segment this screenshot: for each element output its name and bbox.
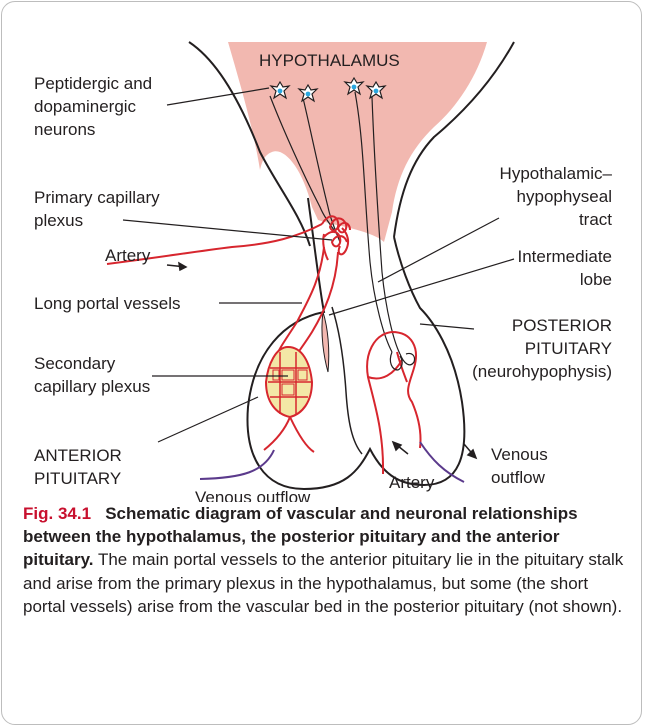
neurons-label-line3: neurons: [34, 120, 95, 139]
intermediate-lobe-label-line1: Intermediate: [518, 247, 613, 266]
neurons-label-line2: dopaminergic: [34, 97, 137, 116]
figure-number: Fig. 34.1: [23, 504, 91, 523]
venous-outflow-left-label: Venous outflow: [195, 488, 311, 502]
figure-caption-body: The main portal vessels to the anterior …: [23, 550, 623, 615]
posterior-pituitary-label-line2: PITUITARY: [525, 339, 612, 358]
posterior-pituitary-label-line1: POSTERIOR: [512, 316, 612, 335]
right-artery-arrow: [393, 442, 408, 454]
posterior-pituitary-label-line3: (neurohypophysis): [472, 362, 612, 381]
secondary-plexus-label-line2: capillary plexus: [34, 377, 150, 396]
artery-left-label: Artery: [105, 246, 151, 265]
tract-label-line2: hypophyseal: [517, 187, 612, 206]
pituitary-diagram: HYPOTHALAMUS Peptidergic and dopaminergi…: [2, 2, 642, 502]
long-portal-vessels-label: Long portal vessels: [34, 294, 180, 313]
intermediate-lobe-label-line2: lobe: [580, 270, 612, 289]
secondary-capillary-plexus: [264, 347, 314, 452]
primary-plexus-label-line1: Primary capillary: [34, 188, 160, 207]
posterior-vascular-bed: [367, 332, 420, 474]
neurons-label-line1: Peptidergic and: [34, 74, 152, 93]
secondary-plexus-label-line1: Secondary: [34, 354, 116, 373]
intermediate-lobe: [322, 312, 329, 372]
left-venous-outflow: [200, 450, 274, 479]
tract-label-line1: Hypothalamic–: [500, 164, 613, 183]
anterior-pituitary-label-line2: PITUITARY: [34, 469, 121, 488]
left-artery-arrow: [167, 263, 186, 270]
venous-outflow-arrow: [464, 444, 476, 458]
hypothalamus-region: [228, 42, 487, 242]
primary-plexus-label-line2: plexus: [34, 211, 83, 230]
anterior-pituitary-label-line1: ANTERIOR: [34, 446, 122, 465]
artery-right-label: Artery: [389, 473, 435, 492]
pituitary-cleft: [332, 307, 362, 454]
hypothalamus-label: HYPOTHALAMUS: [259, 51, 400, 70]
venous-outflow-right-label-line2: outflow: [491, 468, 546, 487]
figure-caption: Fig. 34.1 Schematic diagram of vascular …: [23, 502, 631, 618]
tract-label-line3: tract: [579, 210, 612, 229]
venous-outflow-right-label-line1: Venous: [491, 445, 548, 464]
